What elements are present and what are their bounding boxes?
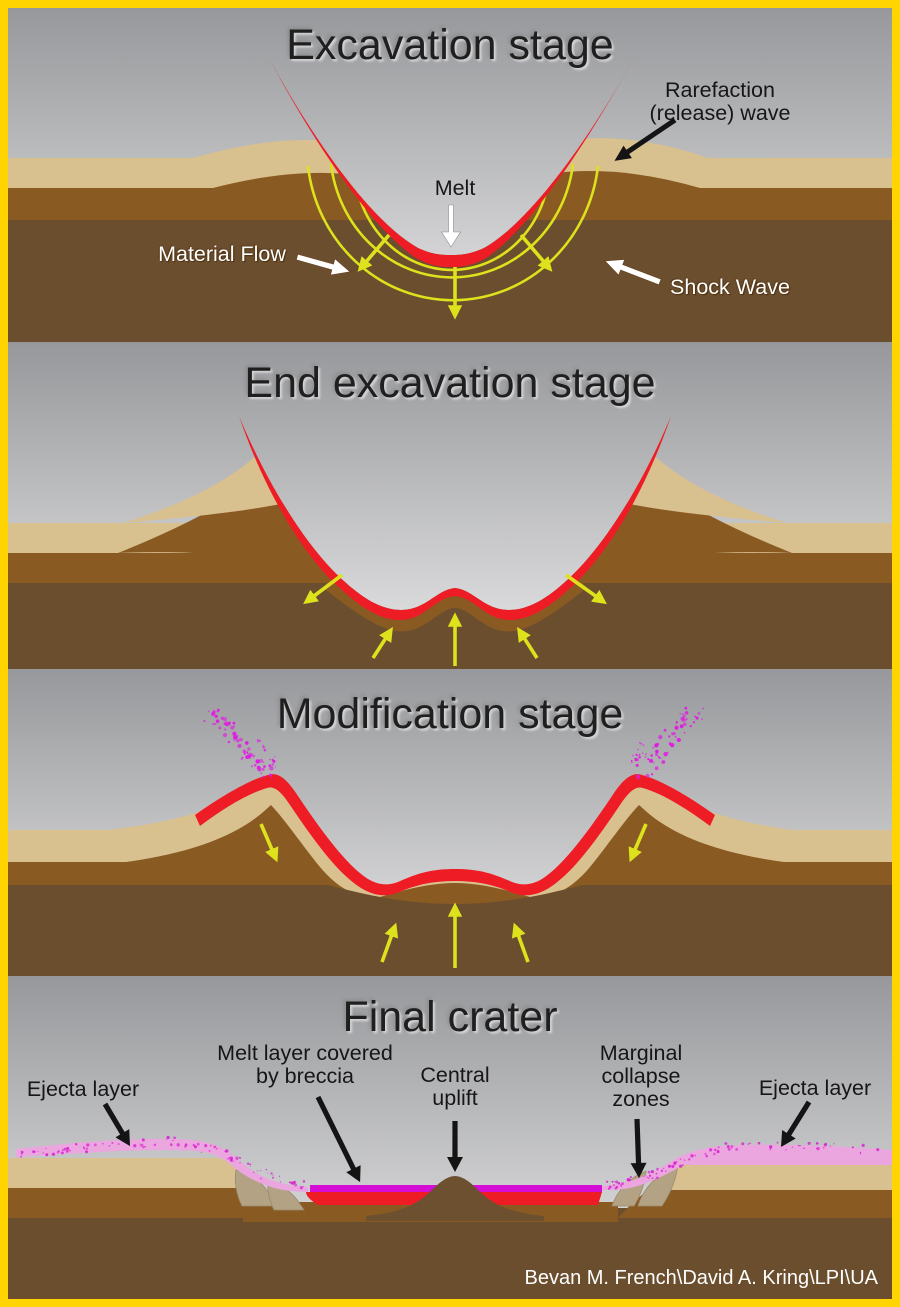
rarefaction-wave-label: Rarefaction (release) wave [649,78,791,125]
right-ejecta-plume-small [630,741,645,764]
panel-excavation-stage: Excavation stage Rarefaction (release) w… [8,8,892,342]
modification-stage-diagram [8,669,892,976]
marginal-collapse-label: Marginal collapse zones [599,1041,683,1111]
collapse-flow-yellow-arrows [303,573,607,666]
crater-cavity [270,54,636,255]
melt-breccia-arrow [315,1095,361,1183]
melt-breccia-label: Melt layer covered by breccia [217,1041,393,1088]
melt-lining [195,774,715,896]
left-ejecta-layer [16,1138,308,1192]
rarefaction-arrow [614,117,677,161]
central-uplift-label: Central uplift [420,1063,490,1110]
shock-wave-arcs [306,161,600,302]
left-ejecta-plume-small [256,738,277,768]
panel3-title: Modification stage [276,690,624,738]
left-ejecta-speckles [20,1135,306,1190]
ejecta-layer-left-label: Ejecta layer [26,1077,140,1101]
central-uplift-peak [366,1176,544,1221]
left-tan-layer [8,1158,248,1188]
end-excavation-diagram [8,342,892,669]
ejecta-layer-right-label: Ejecta layer [758,1076,872,1100]
floor-brown-halo [323,576,587,632]
crater-cavity [239,416,671,610]
panel4-title: Final crater [342,993,558,1041]
left-middle-brown-layer [8,1188,313,1218]
right-rim-uplift-tan [612,445,787,523]
material-flow-yellow-arrows [357,233,553,320]
dark-basement-layer [8,885,892,976]
right-ejecta-layer [602,1144,892,1190]
right-ejecta-plume [635,706,705,780]
modification-yellow-arrows [259,823,648,968]
left-ejecta-plume [203,708,274,778]
material-flow-label: Material Flow [158,242,286,266]
panel-modification-stage: Modification stage [8,669,892,976]
crater-cavity [268,774,642,885]
material-flow-arrow [295,253,351,276]
panel1-title: Excavation stage [286,21,614,69]
final-crater-arrows [102,1095,812,1183]
ejecta-right-arrow [780,1100,812,1147]
right-tan-layer [648,1165,892,1190]
melt-arrow [440,204,462,248]
melt-label: Melt [434,176,476,200]
central-uplift-arrow [447,1121,463,1172]
marginal-collapse-arrow [630,1118,647,1178]
panel2-title: End excavation stage [244,359,656,407]
final-crater-diagram [8,976,892,1299]
ejecta-left-arrow [102,1102,131,1147]
panel-end-excavation-stage: End excavation stage [8,342,892,669]
panel-final-crater: Final crater Melt layer covered by brecc… [8,976,892,1299]
dark-basement-layer [8,1208,892,1299]
right-middle-brown-layer [618,1190,892,1218]
right-rim-uplift-brown [528,171,700,220]
shock-wave-label: Shock Wave [670,275,790,299]
shock-wave-arrow [604,258,662,286]
right-ejecta-speckles [605,1141,880,1190]
left-rim-uplift-tan [123,445,298,523]
excavation-stage-diagram [8,8,892,342]
credit-line: Bevan M. French\David A. Kring\LPI\UA [524,1267,879,1289]
